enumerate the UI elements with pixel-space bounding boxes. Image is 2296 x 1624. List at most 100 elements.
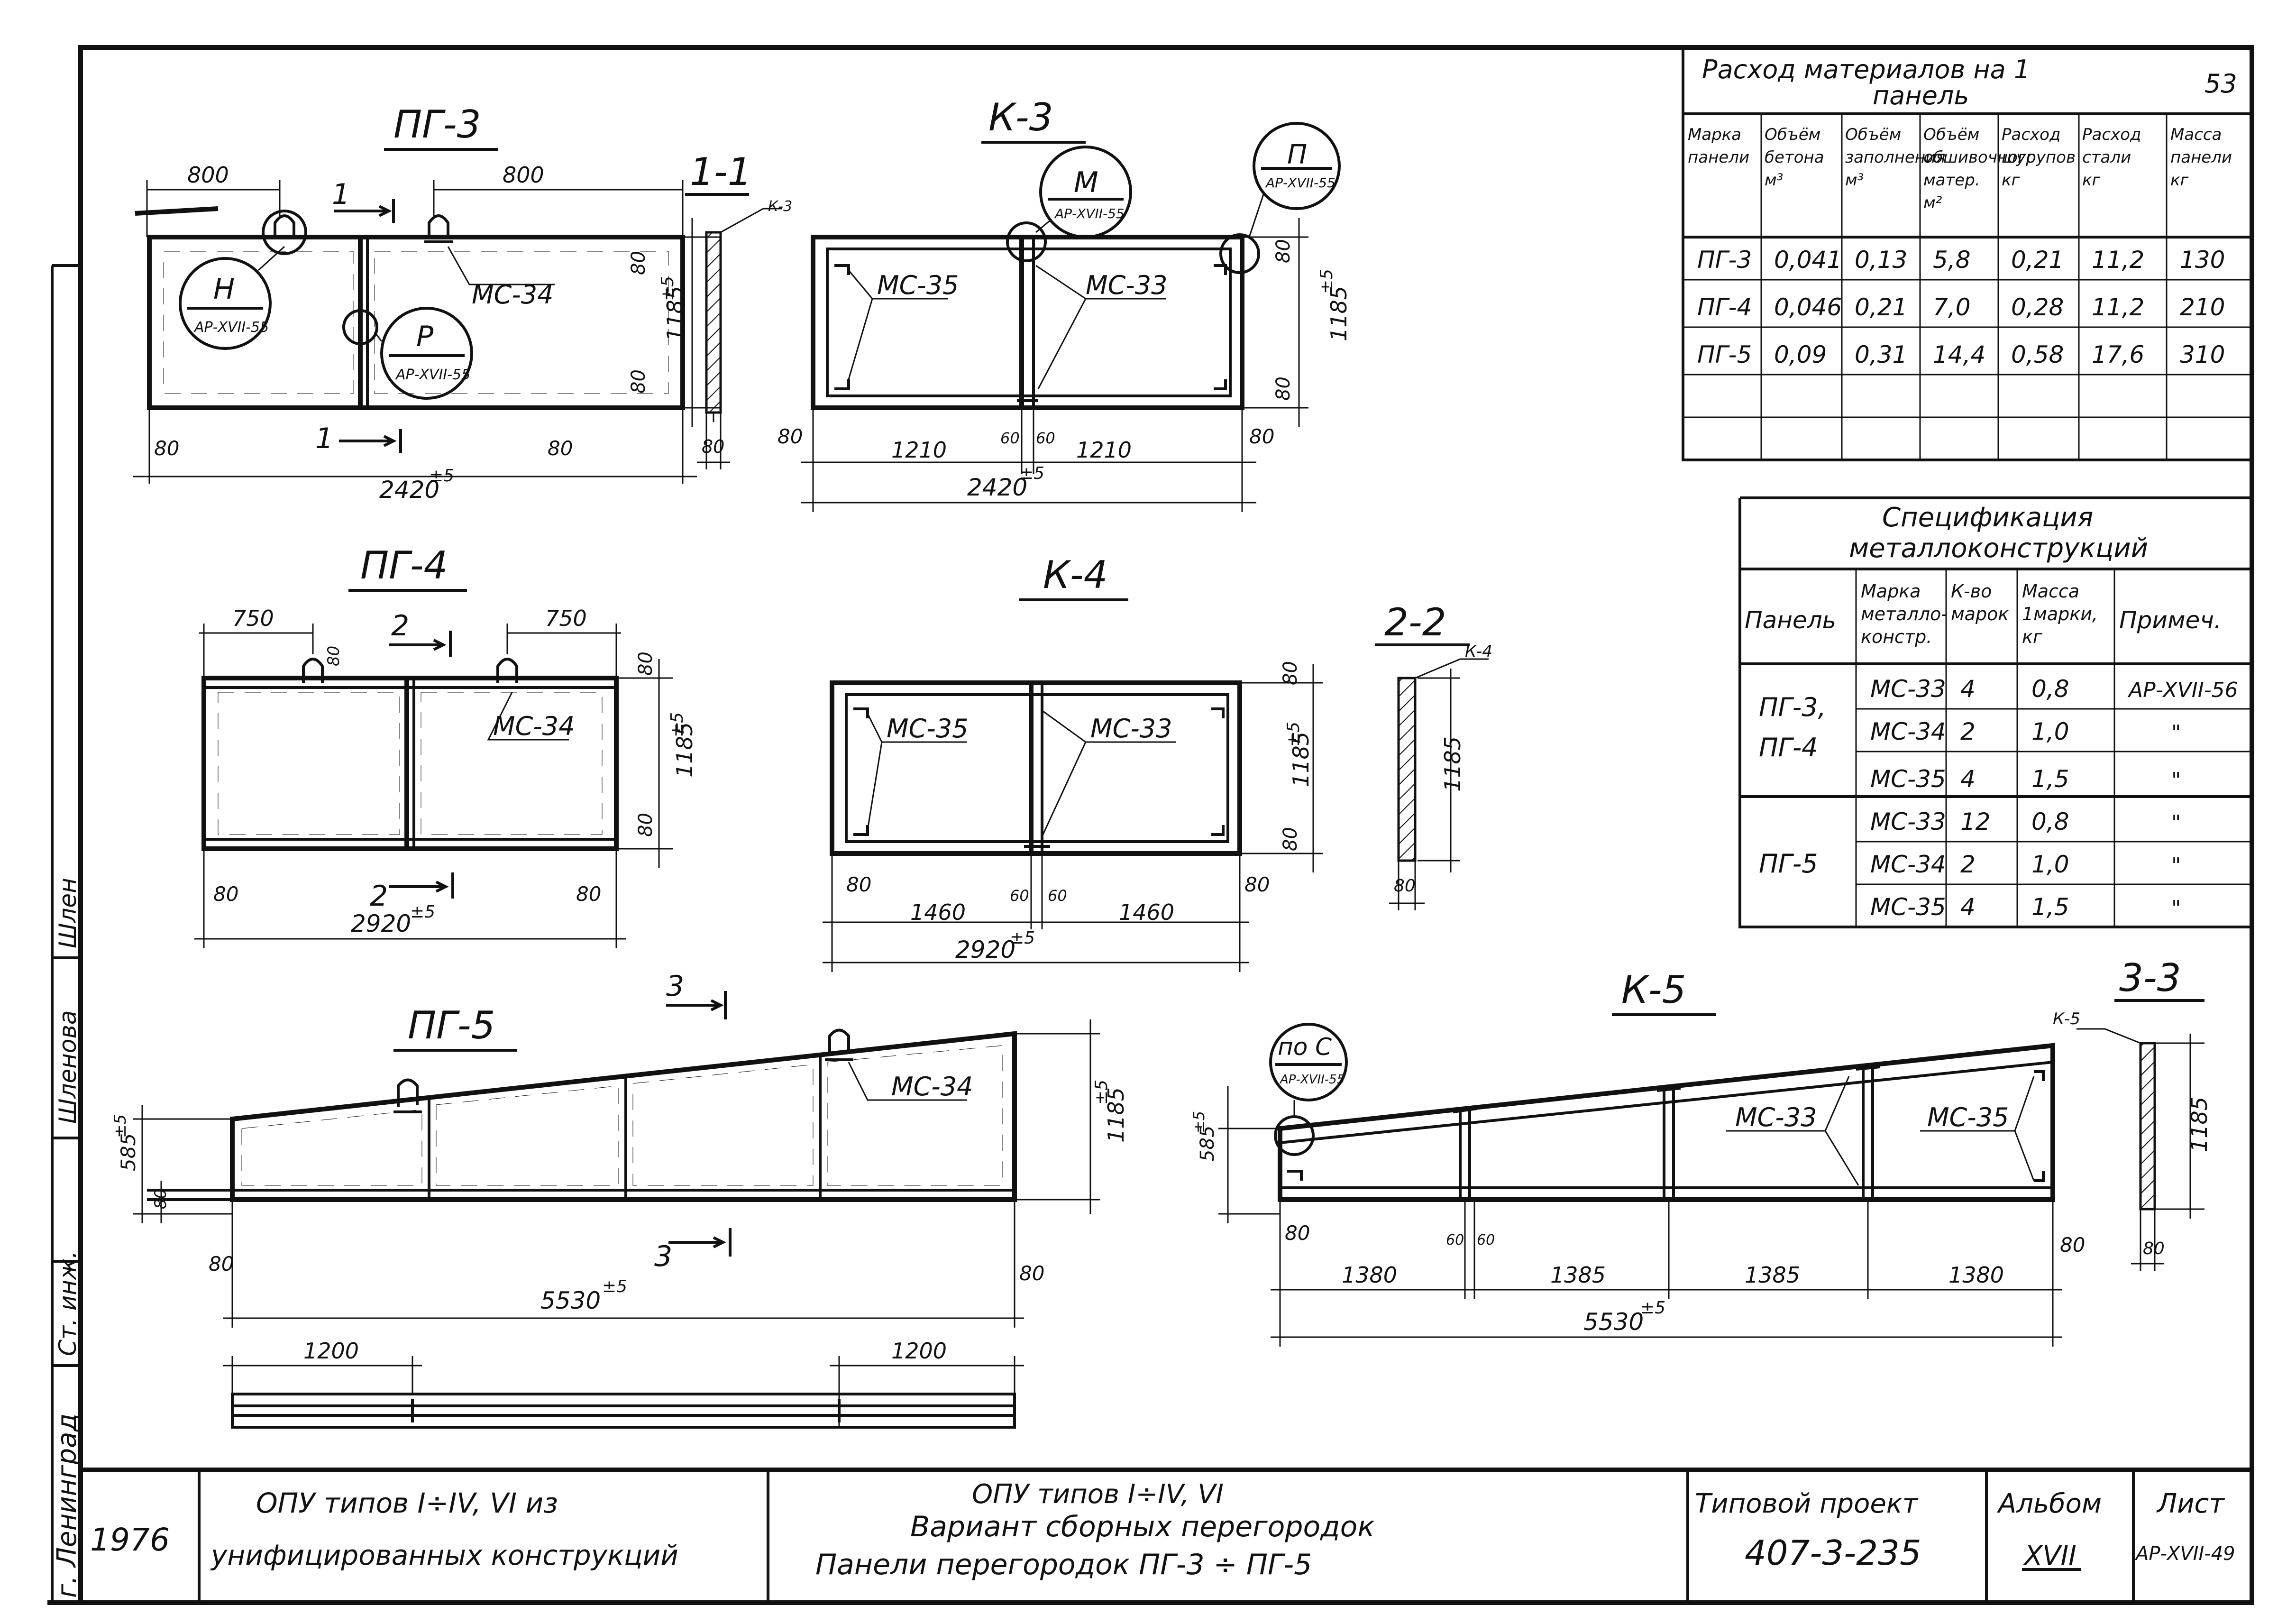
k5-dim-3: 1385 xyxy=(1745,1262,1800,1288)
spec-cell: " xyxy=(2171,721,2181,745)
k3-edge-right: 80 xyxy=(1249,425,1274,448)
s33-width: 80 xyxy=(2143,1239,2165,1258)
pg3-callout-p-letter: Р xyxy=(416,320,434,353)
materials-header-cell: обшивочного xyxy=(1923,148,2036,167)
s22-height: 1185 xyxy=(1440,736,1465,792)
k5-mc33-label: МС-33 xyxy=(1735,1102,1817,1132)
side-role: Ст. инж. xyxy=(54,1251,82,1356)
k3-mc35-label: МС-35 xyxy=(877,270,959,300)
stamp-album-number: XVII xyxy=(2023,1541,2076,1571)
spec-header-cell: марок xyxy=(1951,604,2009,624)
k4-edge-bottom: 80 xyxy=(1280,827,1301,851)
spec-cell: " xyxy=(2171,768,2181,792)
k4-height: 1185 xyxy=(1288,732,1314,787)
materials-cell: 0,041 xyxy=(1774,246,1842,274)
pg3-edge-top: 80 xyxy=(628,251,649,275)
drawing-pg4: ПГ-4 МС-34 750 80 750 2 2 80 80 xyxy=(194,543,697,948)
pg3-height-tol: ±5 xyxy=(658,276,677,301)
k3-height-tol: ±5 xyxy=(1317,269,1336,294)
k3-dim-mid-a: 60 xyxy=(1000,429,1020,447)
spec-cell: МС-34 xyxy=(1870,851,1946,878)
materials-title-2: панель xyxy=(1873,81,1969,110)
pg3-edge-bottom: 80 xyxy=(628,369,649,394)
stamp-project-number: 407-3-235 xyxy=(1745,1533,1921,1573)
k3-dim-tol: ±5 xyxy=(1019,464,1044,483)
materials-corner: 53 xyxy=(2205,69,2237,99)
k3-dim-bottom: 2420 xyxy=(967,474,1027,501)
pg3-callout-h-letter: Н xyxy=(213,273,235,306)
spec-cell: МС-34 xyxy=(1870,718,1946,745)
stamp-object-1: ОПУ типов I÷IV, VI из xyxy=(256,1487,558,1519)
k5-dim-2: 1385 xyxy=(1550,1262,1606,1288)
k5-title: К-5 xyxy=(1621,968,1686,1012)
materials-title-1: Расход материалов на 1 xyxy=(1702,55,2030,84)
pg4-dim-bottom: 2920 xyxy=(351,910,411,937)
k5-dim-mid-b: 60 xyxy=(1477,1232,1495,1248)
title-block: 1976 ОПУ типов I÷IV, VI из унифицированн… xyxy=(90,1470,2235,1603)
materials-cell: ПГ-3 xyxy=(1697,246,1752,274)
materials-cell: 210 xyxy=(2180,294,2225,321)
k5-dim-1: 1380 xyxy=(1342,1262,1397,1288)
pg3-title: ПГ-3 xyxy=(393,102,481,147)
section-3-3: 3-3 К-5 1185 80 xyxy=(2053,956,2212,1271)
side-stamp: г. Ленинград Ст. инж. Шленова Шлен xyxy=(52,878,82,1598)
materials-header-cell: Расход xyxy=(2082,125,2141,144)
materials-header-cell: кг xyxy=(2002,171,2021,190)
pg5-edge-right: 80 xyxy=(1019,1262,1044,1285)
k3-dim-left: 1210 xyxy=(891,437,947,463)
pg4-dim-right: 750 xyxy=(545,606,587,631)
materials-cell: ПГ-4 xyxy=(1697,294,1752,321)
s33-ref: К-5 xyxy=(2053,1009,2080,1028)
k4-edge-top: 80 xyxy=(1280,661,1301,685)
k3-callout-m-letter: М xyxy=(1074,166,1098,199)
drawing-k5: К-5 по С АР-XVII-55 МС-33 МС-35 585 ±5 xyxy=(1190,968,2085,1347)
k4-dim-bottom: 2920 xyxy=(955,936,1015,963)
pg5-section-top: 3 xyxy=(666,970,684,1003)
pg5-section-bottom: 3 xyxy=(654,1240,672,1273)
materials-table: Расход материалов на 1 панель 53 Маркапа… xyxy=(1682,47,2252,461)
k3-edge-left: 80 xyxy=(778,425,803,448)
section-1-1: 1-1 К-3 80 xyxy=(685,150,792,469)
spec-cell: МС-33 xyxy=(1870,808,1946,835)
materials-cell: 0,13 xyxy=(1855,246,1907,274)
materials-header-cell: Масса xyxy=(2170,125,2222,144)
pg4-height-tol: ±5 xyxy=(668,712,687,737)
k4-mc33-label: МС-33 xyxy=(1090,714,1172,743)
k5-callout-ref: АР-XVII-55 xyxy=(1279,1073,1345,1087)
k4-dim-mid-a: 60 xyxy=(1010,887,1029,905)
k5-callout-letter: по С xyxy=(1278,1033,1332,1061)
materials-header-cell: Марка xyxy=(1688,125,1741,144)
pg5-dim-tol: ±5 xyxy=(602,1277,627,1296)
pg4-section-top: 2 xyxy=(391,609,409,642)
spec-cell: " xyxy=(2171,811,2181,835)
spec-cell: 12 xyxy=(1960,808,1991,835)
stamp-sheet-number: АР-XVII-49 xyxy=(2134,1543,2235,1565)
materials-cell: 0,58 xyxy=(2011,341,2064,368)
materials-cell: ПГ-5 xyxy=(1697,341,1752,368)
pg4-edge-right: 80 xyxy=(576,882,601,906)
k5-dim-mid-a: 60 xyxy=(1446,1232,1464,1248)
pg3-dim-right: 800 xyxy=(503,162,544,188)
k4-dim-right: 1460 xyxy=(1119,899,1174,925)
section-2-2: 2-2 К-4 1185 80 xyxy=(1375,600,1492,910)
spec-cell: МС-35 xyxy=(1870,765,1946,793)
k5-height-left: 585 xyxy=(1197,1126,1218,1162)
stamp-album-label: Альбом xyxy=(1997,1488,2102,1519)
sheet-frame xyxy=(47,45,2254,1605)
pg4-section-bottom: 2 xyxy=(370,880,388,913)
materials-header-cell: шурупов xyxy=(2002,148,2076,167)
k5-dim-bottom: 5530 xyxy=(1583,1308,1644,1336)
pg5-edge-left: 80 xyxy=(209,1252,234,1275)
s22-title: 2-2 xyxy=(1384,600,1446,644)
spec-cell: 4 xyxy=(1960,765,1976,793)
k4-edge-right: 80 xyxy=(1244,873,1270,896)
pg4-edge-left: 80 xyxy=(213,882,238,906)
pg3-edge-left: 80 xyxy=(154,437,179,460)
materials-cell: 0,31 xyxy=(1855,341,1907,368)
pg5-title: ПГ-5 xyxy=(408,1003,495,1047)
materials-header-cell: м³ xyxy=(1765,171,1783,190)
spec-cell: МС-33 xyxy=(1870,675,1946,703)
drawing-pg5: ПГ-5 МС-34 3 3 585 ±5 80 1185 xyxy=(111,970,1129,1429)
spec-cell: 1,0 xyxy=(2031,718,2069,745)
pg3-callout-h-ref: АР-XVII-55 xyxy=(193,319,269,336)
